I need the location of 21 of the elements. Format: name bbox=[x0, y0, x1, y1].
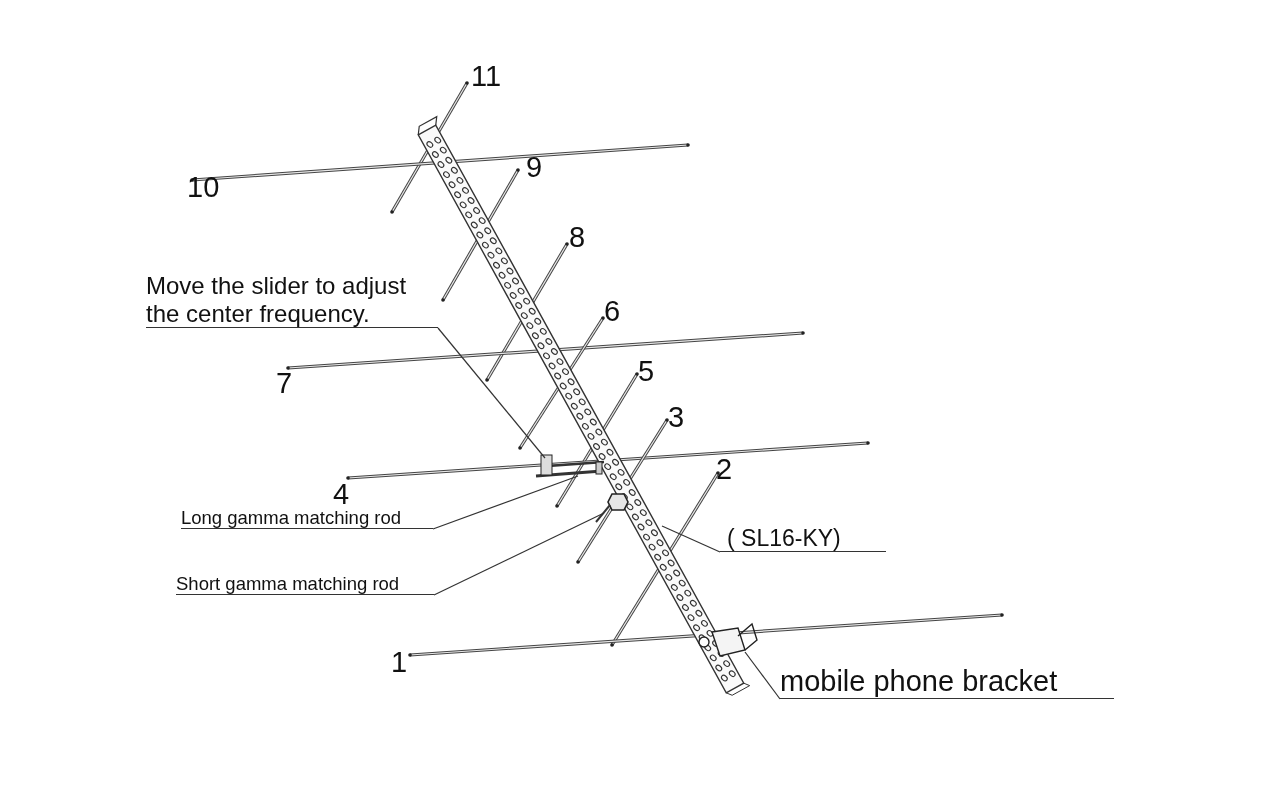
leader-line bbox=[432, 475, 579, 530]
callout-number: 1 bbox=[391, 648, 408, 677]
callout-number: 9 bbox=[526, 153, 543, 182]
callout-number: 4 bbox=[333, 480, 350, 509]
callout-number: 10 bbox=[187, 173, 220, 202]
callout-label: ( SL16-KY) bbox=[720, 525, 886, 553]
callout-number: 5 bbox=[638, 357, 655, 386]
callout-label: Move the slider to adjust the center frequency. bbox=[146, 272, 438, 329]
callout-number: 6 bbox=[604, 297, 621, 326]
callout-number: 8 bbox=[569, 223, 586, 252]
leader-line bbox=[661, 525, 721, 553]
callout-label: mobile phone bracket bbox=[780, 665, 1114, 700]
leader-line bbox=[744, 651, 781, 700]
callout-number: 2 bbox=[716, 455, 733, 484]
callout-label: Long gamma matching rod bbox=[181, 507, 433, 530]
leader-line bbox=[433, 512, 605, 596]
callout-number: 3 bbox=[668, 403, 685, 432]
callout-number: 7 bbox=[276, 369, 293, 398]
leader-line bbox=[437, 327, 546, 459]
callout-number: 11 bbox=[471, 62, 502, 91]
callout-label: Short gamma matching rod bbox=[176, 573, 434, 596]
